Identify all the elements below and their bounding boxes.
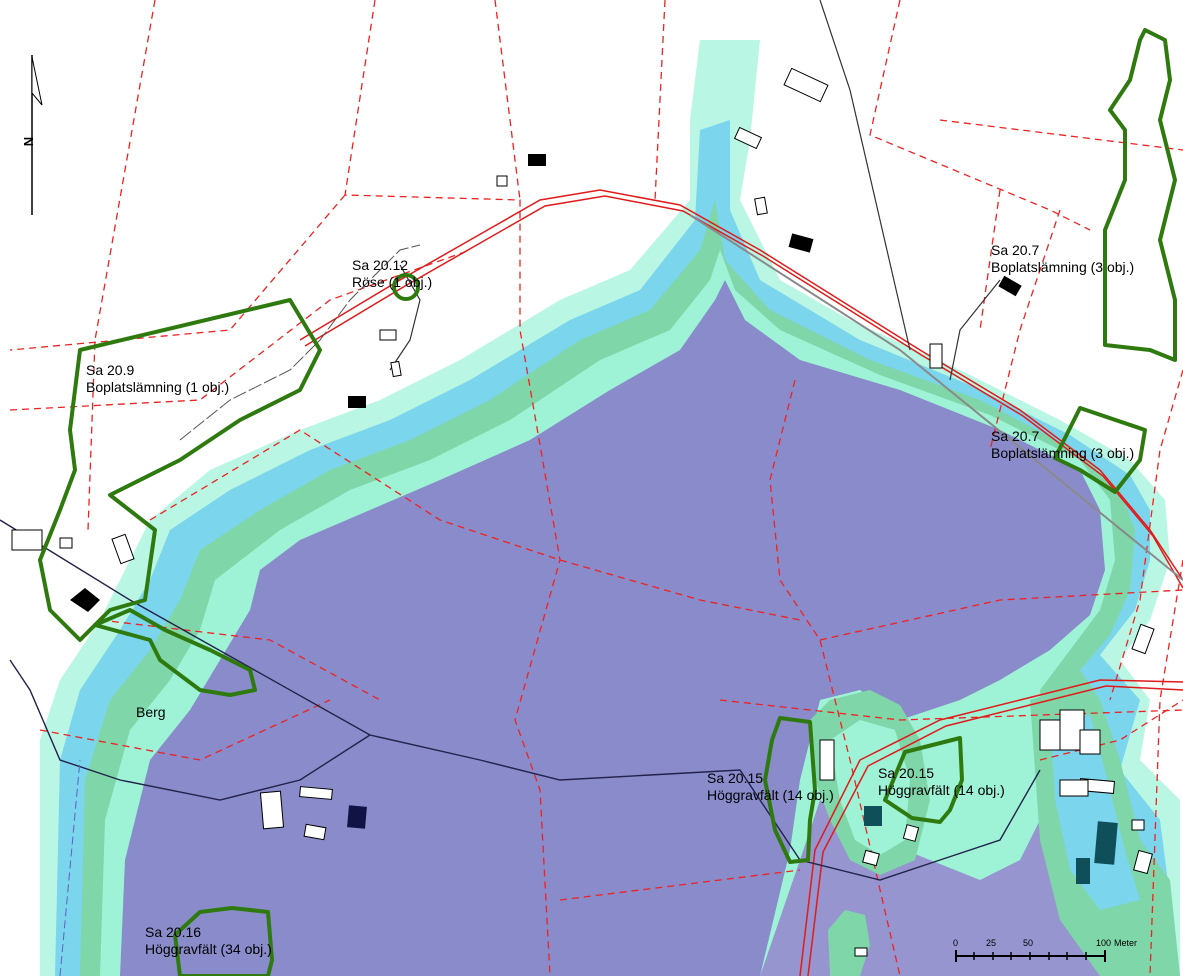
label-sa-20-9: Sa 20.9 Boplatslämning (1 obj.) bbox=[86, 362, 229, 396]
label-code: Sa 20.7 bbox=[991, 428, 1040, 444]
label-desc: Höggravfält (34 obj.) bbox=[145, 941, 272, 957]
label-desc: Höggravfält (14 obj.) bbox=[878, 782, 1005, 798]
label-desc: Röse (1 obj.) bbox=[352, 274, 433, 290]
place-name-berg: Berg bbox=[136, 704, 166, 720]
label-desc: Boplatslämning (3 obj.) bbox=[991, 445, 1135, 461]
buildings-dark bbox=[347, 805, 367, 829]
label-code: Sa 20.16 bbox=[145, 924, 202, 940]
area-sa-20-12 bbox=[392, 273, 420, 301]
north-arrow-icon bbox=[31, 55, 43, 215]
buildings-solid bbox=[70, 154, 1022, 612]
label-sa-20-7-top: Sa 20.7 Boplatslämning (3 obj.) bbox=[991, 242, 1134, 276]
scale-bar-graphic bbox=[955, 950, 1106, 962]
north-arrow-letter: N bbox=[21, 136, 37, 147]
label-desc: Boplatslämning (1 obj.) bbox=[86, 379, 230, 395]
label-sa-20-15-a: Sa 20.15 Höggravfält (14 obj.) bbox=[707, 770, 834, 804]
label-desc: Boplatslämning (3 obj.) bbox=[991, 259, 1135, 275]
label-sa-20-15-b: Sa 20.15 Höggravfält (14 obj.) bbox=[878, 765, 1005, 799]
area-sa-20-15-a bbox=[763, 716, 817, 864]
property-lines bbox=[9, 0, 1183, 976]
area-sa-20-16 bbox=[173, 906, 274, 976]
buildings bbox=[11, 67, 1155, 957]
label-code: Sa 20.7 bbox=[991, 242, 1040, 258]
label-code: Sa 20.9 bbox=[86, 362, 135, 378]
label-desc: Höggravfält (14 obj.) bbox=[707, 787, 834, 803]
lake-water bbox=[120, 280, 1105, 976]
label-code: Sa 20.12 bbox=[352, 257, 409, 273]
area-sa-20-9 bbox=[38, 298, 322, 642]
scale-bar: 0 25 50 100 Meter bbox=[950, 938, 1150, 968]
island-south bbox=[828, 910, 870, 976]
scale-tick-0: 0 bbox=[953, 938, 959, 948]
area-sa-20-9-south bbox=[93, 608, 257, 697]
scale-tick-50: 50 bbox=[1023, 938, 1034, 948]
label-sa-20-16: Sa 20.16 Höggravfält (34 obj.) bbox=[145, 924, 272, 958]
area-sa-20-15-b bbox=[883, 736, 964, 824]
scale-tick-25: 25 bbox=[986, 938, 997, 948]
area-sa-20-7-mid bbox=[1053, 406, 1147, 494]
scale-unit: Meter bbox=[1114, 938, 1138, 948]
island-eastshore-inner bbox=[1050, 715, 1140, 910]
label-sa-20-12: Sa 20.12 Röse (1 obj.) bbox=[352, 257, 432, 291]
label-code: Sa 20.15 bbox=[878, 765, 935, 781]
buildings-teal bbox=[864, 806, 1118, 884]
area-sa-20-7-north bbox=[1103, 28, 1177, 362]
scale-tick-100: 100 bbox=[1096, 938, 1112, 948]
island-east-inner bbox=[830, 720, 910, 855]
label-sa-20-7-mid: Sa 20.7 Boplatslämning (3 obj.) bbox=[991, 428, 1134, 462]
protected-areas bbox=[38, 28, 1177, 976]
label-code: Sa 20.15 bbox=[707, 770, 764, 786]
